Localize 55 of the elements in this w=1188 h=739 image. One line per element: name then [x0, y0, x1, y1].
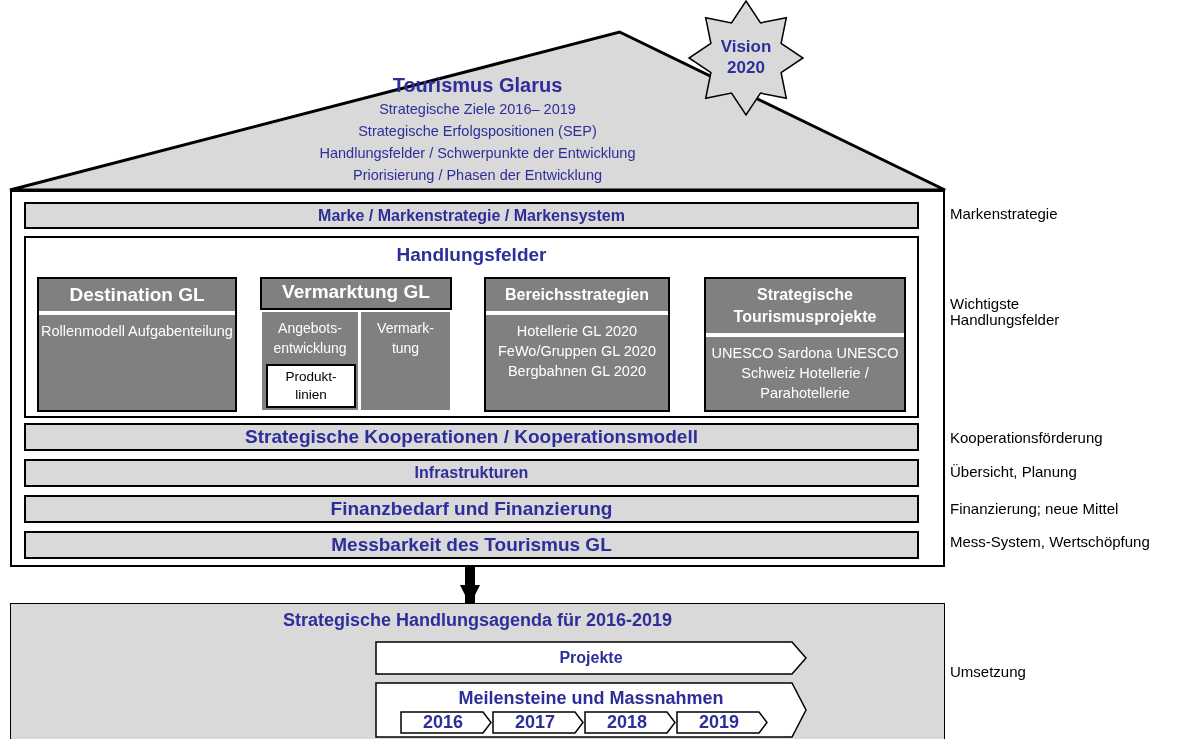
chevron-label: Projekte — [558, 648, 624, 668]
vision-star — [688, 0, 804, 116]
field-text: UNESCO Sardona UNESCO Schweiz Hotellerie / Parahotellerie — [710, 344, 900, 403]
side-note: Übersicht, Planung — [950, 464, 1077, 480]
roof-text: Strategische Ziele 2016– 2019 — [378, 100, 577, 119]
field-box — [484, 277, 670, 412]
agenda-panel — [10, 603, 945, 739]
strategy-bar — [24, 423, 919, 451]
side-note: Markenstrategie — [950, 206, 1058, 222]
sub-field-box — [262, 312, 358, 410]
side-note: Finanzierung; neue Mittel — [950, 501, 1119, 517]
field-box — [704, 277, 906, 412]
sub-field-text: Angebots- entwicklung — [272, 319, 348, 358]
side-note: Wichtigste Handlungsfelder — [950, 296, 1060, 328]
year-tab — [677, 712, 767, 733]
strategy-bar — [24, 531, 919, 559]
chevron-label: Meilensteine und Massnahmen — [457, 687, 725, 710]
year-label: 2019 — [697, 712, 740, 733]
bar-label: Infrastrukturen — [414, 464, 529, 482]
vision-label: Vision 2020 — [719, 36, 773, 78]
bar-label: Finanzbedarf und Finanzierung — [330, 498, 613, 520]
panel-title: Handlungsfelder — [395, 243, 548, 266]
field-text: Rollenmodell Aufgabenteilung — [40, 322, 234, 341]
side-note: Mess-System, Wertschöpfung — [950, 534, 1150, 550]
field-heading: Vermarktung GL — [281, 281, 431, 303]
sub-field-text: Vermark- tung — [376, 319, 435, 358]
year-tab — [401, 712, 491, 733]
year-label: 2018 — [605, 712, 648, 733]
side-note: Kooperationsförderung — [950, 430, 1103, 446]
strategy-bar — [24, 459, 919, 487]
field-heading: Strategische Tourismusprojekte — [732, 285, 878, 327]
house-frame — [10, 190, 945, 567]
year-label: 2016 — [421, 712, 464, 733]
field-box — [37, 277, 237, 412]
bar-label: Strategische Kooperationen / Kooperationsmodell — [245, 426, 698, 448]
arrow — [460, 567, 480, 605]
year-label: 2017 — [513, 712, 556, 733]
field-panel — [24, 236, 919, 418]
year-tab — [585, 712, 675, 733]
bar-label: Marke / Markenstrategie / Markensystem — [318, 206, 625, 225]
agenda-title: Strategische Handlungsagenda für 2016-2019 — [281, 609, 674, 631]
field-box — [260, 277, 452, 310]
bar-label: Messbarkeit des Tourismus GL — [331, 534, 612, 556]
year-tab — [493, 712, 583, 733]
roof-text: Handlungsfelder / Schwerpunkte der Entwicklung — [318, 144, 637, 163]
side-note: Umsetzung — [950, 664, 1026, 680]
field-heading: Destination GL — [68, 284, 206, 306]
product-line-text: Produkt- linien — [284, 368, 338, 404]
strategy-bar — [24, 495, 919, 523]
strategy-bar — [24, 202, 919, 229]
roof-text: Strategische Erfolgspositionen (SEP) — [357, 122, 598, 141]
field-heading: Bereichsstrategien — [503, 285, 651, 305]
roof-text: Priorisierung / Phasen der Entwicklung — [351, 166, 603, 185]
field-text: Hotellerie GL 2020 FeWo/Gruppen GL 2020 Bergbahnen GL 2020 — [497, 322, 657, 381]
sub-field-box — [361, 312, 450, 410]
